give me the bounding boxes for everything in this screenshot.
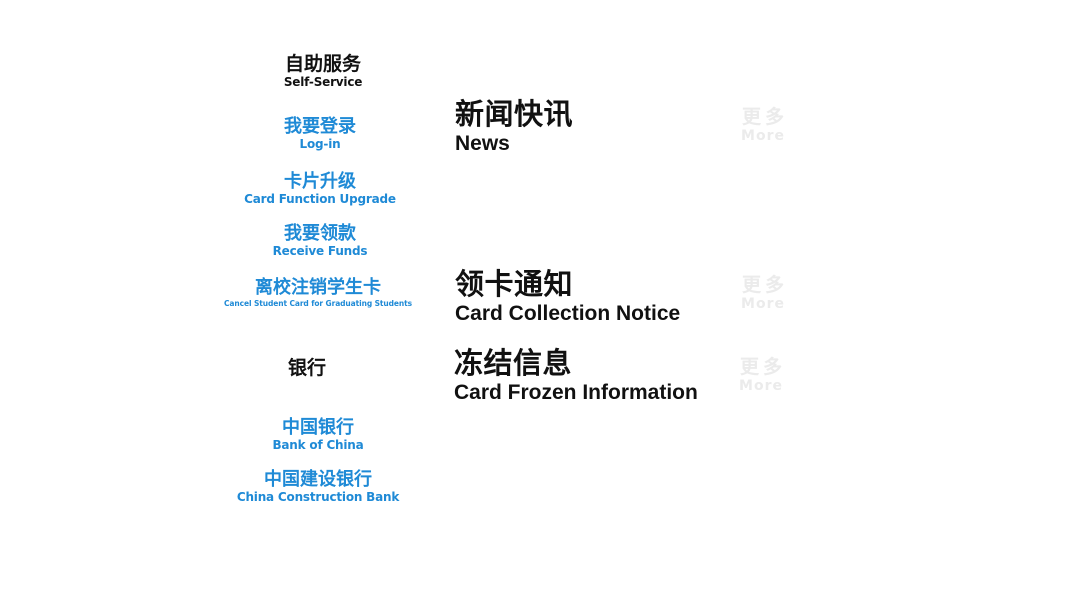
- login-link-en: Log-in: [299, 137, 341, 151]
- bank-of-china-link-en: Bank of China: [272, 438, 364, 452]
- news-title-zh: 新闻快讯: [455, 97, 574, 131]
- card-collection-more-en: More: [741, 296, 785, 312]
- china-construction-bank-link[interactable]: 中国建设银行 China Construction Bank: [220, 469, 416, 505]
- sidebar: 自助服务 Self-Service 我要登录 Log-in 卡片升级 Card …: [220, 50, 420, 520]
- card-collection-title-zh: 领卡通知: [455, 267, 574, 301]
- news-more-link[interactable]: 更多 More: [728, 106, 798, 144]
- news-more-zh: 更多: [741, 106, 788, 128]
- card-frozen-section-heading: 冻结信息 Card Frozen Information: [454, 346, 698, 406]
- card-upgrade-link-en: Card Function Upgrade: [244, 192, 396, 206]
- news-section-heading: 新闻快讯 News: [455, 97, 573, 157]
- receive-funds-link[interactable]: 我要领款 Receive Funds: [220, 223, 420, 259]
- self-service-subtitle: Self-Service: [283, 75, 363, 89]
- card-collection-title-en: Card Collection Notice: [455, 302, 681, 325]
- card-frozen-more-link[interactable]: 更多 More: [726, 356, 796, 394]
- card-upgrade-link-zh: 卡片升级: [284, 171, 356, 192]
- bank-of-china-link[interactable]: 中国银行 Bank of China: [220, 417, 416, 453]
- card-collection-section-heading: 领卡通知 Card Collection Notice: [455, 267, 680, 327]
- card-frozen-more-zh: 更多: [739, 356, 786, 378]
- self-service-title: 自助服务: [284, 53, 361, 75]
- login-link[interactable]: 我要登录 Log-in: [220, 116, 420, 152]
- news-more-en: More: [741, 128, 785, 144]
- login-link-zh: 我要登录: [284, 116, 356, 137]
- self-service-heading: 自助服务 Self-Service: [220, 53, 426, 90]
- card-upgrade-link[interactable]: 卡片升级 Card Function Upgrade: [220, 171, 420, 207]
- bank-of-china-link-zh: 中国银行: [282, 417, 354, 438]
- cancel-student-card-link-en: Cancel Student Card for Graduating Stude…: [224, 299, 412, 308]
- receive-funds-link-en: Receive Funds: [272, 244, 368, 258]
- bank-heading: 银行: [220, 357, 394, 379]
- card-frozen-title-en: Card Frozen Information: [454, 381, 698, 404]
- bank-title: 银行: [287, 357, 326, 379]
- card-collection-more-zh: 更多: [741, 274, 788, 296]
- cancel-student-card-link-zh: 离校注销学生卡: [255, 277, 381, 298]
- china-construction-bank-link-en: China Construction Bank: [236, 490, 400, 504]
- receive-funds-link-zh: 我要领款: [284, 223, 356, 244]
- card-frozen-title-zh: 冻结信息: [454, 346, 573, 380]
- cancel-student-card-link[interactable]: 离校注销学生卡 Cancel Student Card for Graduati…: [218, 277, 418, 309]
- news-title-en: News: [455, 132, 510, 155]
- card-frozen-more-en: More: [739, 378, 783, 394]
- china-construction-bank-link-zh: 中国建设银行: [264, 469, 372, 490]
- card-collection-more-link[interactable]: 更多 More: [728, 274, 798, 312]
